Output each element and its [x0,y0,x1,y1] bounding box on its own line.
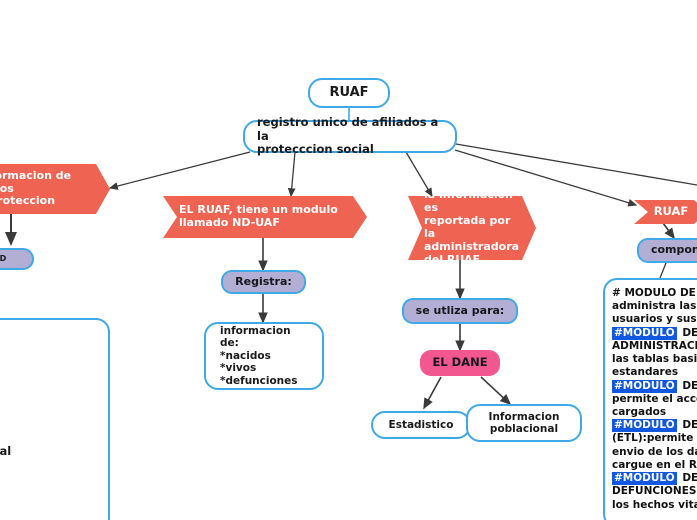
edge-definition-reportada [405,151,433,198]
list-item: ias [0,358,100,372]
node-componentes[interactable]: componen [637,238,697,263]
module-tag: #MODULO [612,379,677,393]
edge-dane-infopoblacional [480,376,512,406]
node-left-list[interactable]: ones ias de iar laborales tencia social [0,318,110,520]
panel-line: # MODULO DE S [612,287,697,299]
node-info-poblacional[interactable]: Informacion poblacional [466,404,582,442]
panel-line-text: DE [678,472,697,485]
node-right-banner[interactable]: RUAF [634,200,697,224]
panel-line: administra las c [612,300,697,313]
node-left-pill-label: D [0,254,7,264]
panel-line: estandares [612,366,679,379]
node-nd-uaf-banner-label: EL RUAF, tiene un modulo llamado ND-UAF [179,203,338,229]
panel-line: #MODULO DE [612,326,697,340]
node-componentes-label: componen [650,243,697,257]
list-item: tencia social [0,443,12,458]
node-registra[interactable]: Registra: [221,270,306,294]
panel-line: ADMINISTRACI [612,339,697,352]
panel-line: #MODULO DE [612,379,697,393]
edge-componentes-panel [659,262,667,279]
panel-line: cargue en el RU [612,458,697,471]
node-left-banner-label: informacion de os los e proteccion [0,168,72,208]
panel-line: usuarios y sus p [612,313,697,326]
module-tag: #MODULO [612,419,677,433]
panel-line-text: DE [678,379,697,392]
node-info-poblacional-label: Informacion poblacional [488,410,560,435]
node-dane[interactable]: EL DANE [420,350,500,376]
node-root-label: RUAF [329,85,369,101]
node-estadistico-label: Estadistico [388,418,454,431]
node-se-utiliza[interactable]: se utliza para: [402,298,518,324]
edge-definition-nduaf [287,151,296,198]
panel-line: las tablas basic [612,353,697,366]
node-nd-uaf-banner[interactable]: EL RUAF, tiene un modulo llamado ND-UAF [163,196,367,238]
list-item: de iar laborales [0,387,100,430]
panel-line: permite el acce [612,392,697,405]
node-estadistico[interactable]: Estadistico [371,411,471,439]
edge-rightbanner-componentes [662,222,675,240]
edge-definition-offright [455,143,697,186]
edge-dane-estadistico [423,376,442,410]
node-registra-detail[interactable]: informacion de: *nacidos *vivos *defunci… [204,322,324,390]
node-definition-label: registro unico de afiliados a la protecc… [257,115,439,157]
node-reportada-banner-label: la informacion es reportada por la admin… [424,188,520,266]
node-left-pill[interactable]: D [0,248,34,270]
node-left-banner[interactable]: informacion de os los e proteccion [0,164,110,214]
panel-line: envio de los dat [612,445,697,458]
panel-line: DEFUNCIONES: [612,485,697,498]
panel-line: cargados [612,405,667,418]
module-tag: #MODULO [612,472,677,486]
edge-definition-left-banner [108,151,251,190]
panel-line-text: DE [678,419,697,432]
panel-line: los hechos vital [612,498,697,511]
node-se-utiliza-label: se utliza para: [415,303,505,317]
panel-line: #MODULO DE [612,472,697,486]
panel-line: (ETL):permite a [612,432,697,445]
node-right-banner-label: RUAF [653,204,689,219]
node-reportada-banner[interactable]: la informacion es reportada por la admin… [408,196,536,260]
list-item: ones [0,330,100,344]
module-tag: #MODULO [612,326,677,340]
panel-line: #MODULO DE [612,419,697,433]
node-registra-label: Registra: [235,274,292,288]
panel-line-text: DE [678,326,697,339]
node-registra-detail-label: informacion de: *nacidos *vivos *defunci… [220,325,298,387]
node-dane-label: EL DANE [432,355,488,370]
node-definition[interactable]: registro unico de afiliados a la protecc… [243,115,457,156]
node-root[interactable]: RUAF [308,78,390,108]
